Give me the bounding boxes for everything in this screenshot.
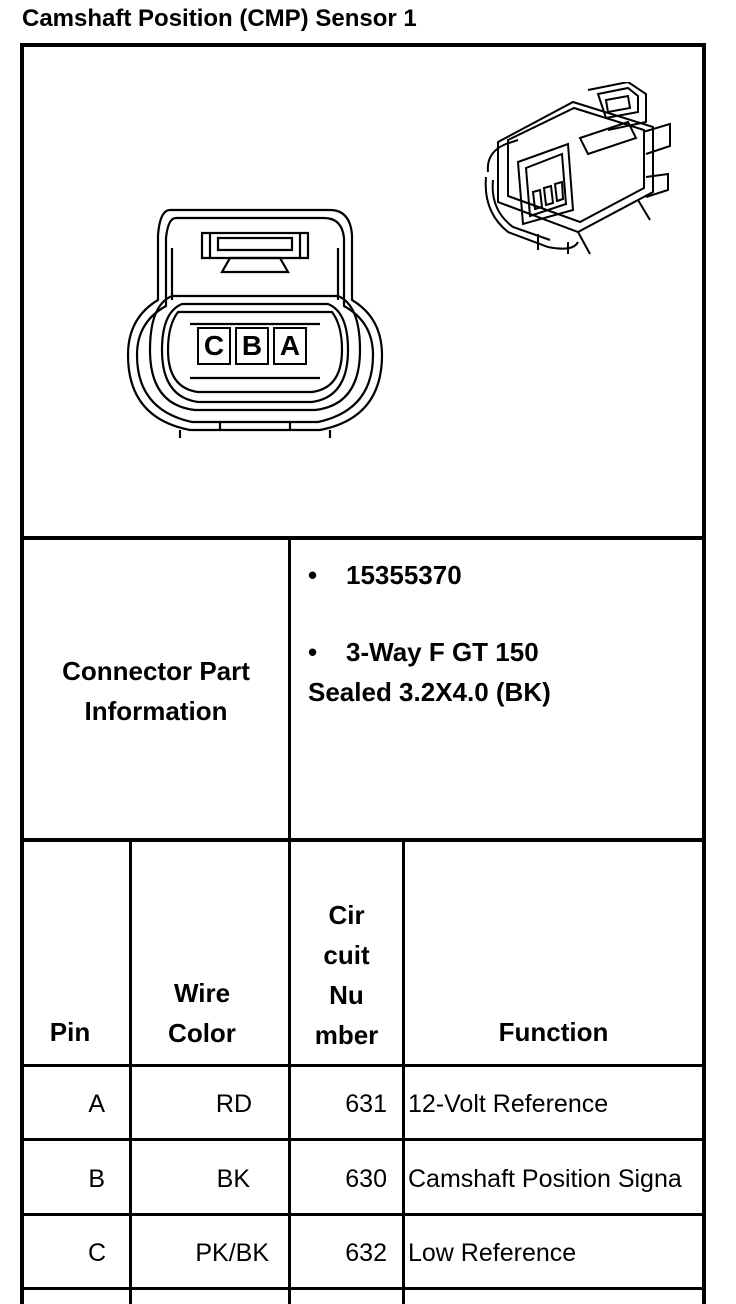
description-line1: 3-Way F GT 150 — [346, 637, 539, 667]
header-circuit-line1: Cir — [328, 900, 365, 930]
description-line2: Sealed 3.2X4.0 (BK) — [308, 677, 551, 707]
row-b-divider — [20, 1213, 706, 1216]
row-b-circuit: 630 — [345, 1165, 387, 1193]
header-row-divider — [20, 1064, 706, 1067]
page-title: Camshaft Position (CMP) Sensor 1 — [22, 5, 417, 32]
connector-face-drawing — [126, 208, 384, 438]
frame-top-border — [20, 43, 706, 47]
description-bullet: • — [308, 637, 318, 667]
header-wire-color: Wire Color — [132, 973, 272, 1053]
row-b-function: Camshaft Position Signa — [408, 1165, 682, 1193]
row-a-function: 12-Volt Reference — [408, 1090, 609, 1118]
connector-isometric-drawing — [484, 82, 671, 255]
header-circuit-number: Cir cuit Nu mber — [291, 895, 402, 1055]
row-c-circuit: 632 — [345, 1239, 387, 1267]
header-function: Function — [498, 1017, 609, 1047]
row-b-wire-color: BK — [216, 1165, 250, 1193]
row-a-wire-color: RD — [215, 1090, 252, 1118]
row-b-pin: B — [88, 1165, 105, 1193]
connector-info-label-line1: Connector Part — [62, 656, 250, 686]
pin-cavity-a: A — [273, 327, 307, 365]
frame-left-border — [20, 43, 24, 1304]
circuit-column-divider — [402, 840, 405, 1304]
pin-column-divider — [129, 840, 132, 1304]
row-a-circuit: 631 — [345, 1090, 387, 1118]
row-b-function-clip: Camshaft Position Signa — [406, 1164, 702, 1196]
connector-info-label: Connector Part Information — [24, 651, 288, 731]
pin-cavity-c: C — [197, 327, 231, 365]
info-section-divider — [20, 838, 706, 842]
row-a-divider — [20, 1138, 706, 1141]
header-wire-color-line2: Color — [168, 1018, 236, 1048]
connector-info-label-line2: Information — [84, 696, 228, 726]
row-c-wire-color: PK/BK — [195, 1239, 269, 1267]
pin-cavities: C B A — [197, 327, 307, 367]
header-circuit-line3: Nu — [329, 980, 364, 1010]
row-c-pin: C — [87, 1239, 106, 1267]
pin-cavity-b: B — [235, 327, 269, 365]
part-number-bullet: • — [308, 560, 318, 590]
row-c-divider — [20, 1287, 706, 1290]
part-number: 15355370 — [346, 560, 462, 590]
header-wire-color-line1: Wire — [173, 978, 231, 1008]
row-c-function: Low Reference — [408, 1239, 577, 1267]
info-column-divider — [288, 538, 291, 1304]
row-a-pin: A — [88, 1090, 105, 1118]
header-circuit-line4: mber — [314, 1020, 379, 1050]
frame-right-border — [702, 43, 706, 1304]
image-section-divider — [20, 536, 706, 540]
header-circuit-line2: cuit — [323, 940, 370, 970]
header-pin: Pin — [49, 1017, 91, 1047]
